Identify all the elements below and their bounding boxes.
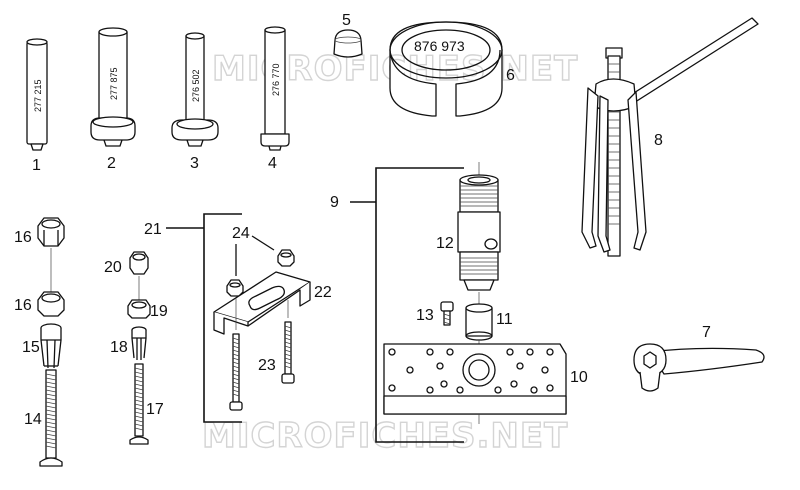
callout-18: 18 [110, 339, 128, 356]
part-16-nut-top [37, 217, 65, 247]
part-19-nut [127, 299, 151, 319]
callout-17: 17 [146, 401, 164, 418]
part-11-sleeve [465, 303, 493, 341]
callout-8: 8 [654, 132, 663, 149]
part-code-4: 276 770 [271, 63, 281, 96]
part-24-nut-right [277, 249, 295, 267]
part-15-sleeve [40, 323, 62, 369]
part-3-drift: 276 502 [171, 32, 219, 147]
part-code-6: 876 973 [414, 38, 465, 54]
callout-5: 5 [342, 12, 351, 29]
part-code-1: 277 215 [33, 79, 43, 112]
bracket-21 [203, 213, 242, 423]
part-23-bolt [281, 300, 295, 384]
part-2-drift: 277 875 [90, 27, 136, 147]
callout-15: 15 [22, 339, 40, 356]
part-4-drift: 276 770 [260, 26, 290, 151]
part-7-wrench [633, 343, 765, 392]
callout-16-top: 16 [14, 229, 32, 246]
part-14-bolt [39, 369, 63, 467]
part-6-split-ring: 876 973 [389, 21, 503, 117]
part-18-sleeve [131, 326, 147, 360]
callout-12: 12 [436, 235, 454, 252]
part-10-base-plate [383, 343, 567, 415]
callout-20: 20 [104, 259, 122, 276]
part-24-nut-left [226, 279, 244, 297]
part-13-screw [440, 301, 454, 326]
part-8-puller [581, 17, 759, 257]
callout-9: 9 [330, 194, 339, 211]
part-code-2: 277 875 [109, 67, 119, 100]
part-12-threaded-body [457, 162, 501, 291]
part-20-nut [129, 251, 149, 275]
callout-3: 3 [190, 155, 199, 172]
callout-6: 6 [506, 67, 515, 84]
callout-19: 19 [150, 303, 168, 320]
callout-13: 13 [416, 307, 434, 324]
callout-22: 22 [314, 284, 332, 301]
part-21-bolt-long [229, 298, 243, 411]
callout-21: 21 [144, 221, 162, 238]
part-22-bracket-plate [213, 271, 311, 335]
part-17-bolt [129, 363, 149, 445]
part-16-nut-lower [37, 291, 65, 317]
callout-1: 1 [32, 157, 41, 174]
callout-11: 11 [496, 311, 513, 328]
callout-14: 14 [24, 411, 42, 428]
part-code-3: 276 502 [191, 69, 201, 102]
callout-4: 4 [268, 155, 277, 172]
callout-10: 10 [570, 369, 588, 386]
callout-2: 2 [107, 155, 116, 172]
part-5-cap [333, 29, 363, 58]
callout-7: 7 [702, 324, 711, 341]
callout-16-lower: 16 [14, 297, 32, 314]
callout-23: 23 [258, 357, 276, 374]
watermark-bottom: MICROFICHES.NET [202, 416, 568, 456]
callout-24: 24 [232, 225, 250, 242]
bracket-9 [375, 167, 464, 443]
part-1-pin: 277 215 [26, 38, 48, 151]
